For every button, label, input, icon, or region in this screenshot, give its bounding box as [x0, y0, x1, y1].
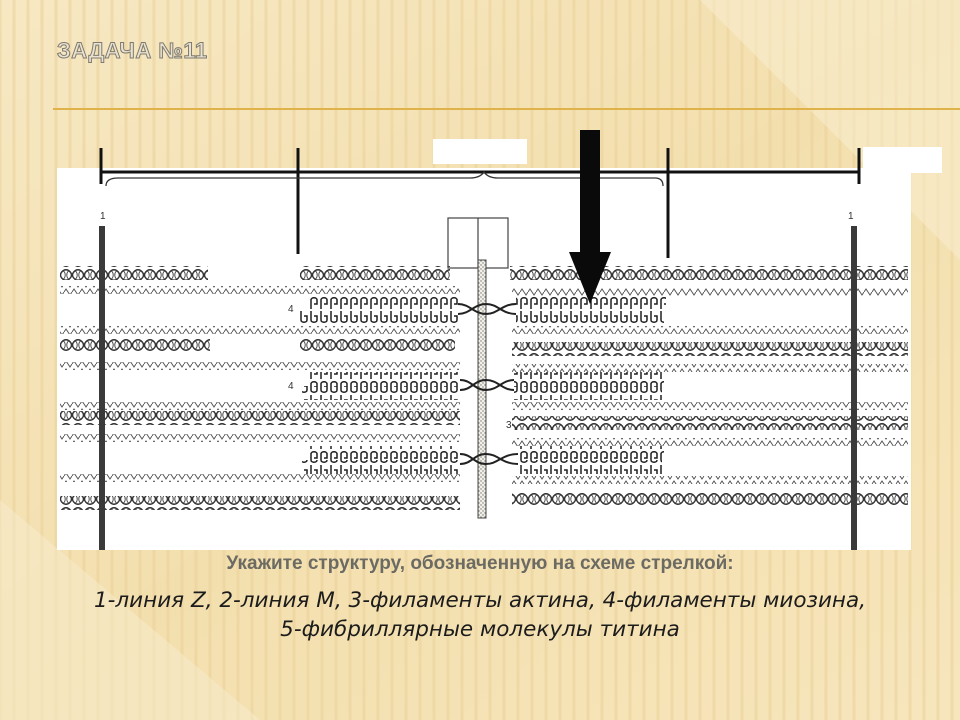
sarcomere-brace — [105, 170, 664, 187]
myosin-filament-1 — [300, 296, 666, 324]
z-line-left — [99, 226, 105, 550]
label-z-right: 1 — [848, 211, 854, 222]
titin-lines — [60, 286, 908, 484]
actin-filaments-right — [510, 266, 908, 506]
label-actin: 3 — [506, 420, 512, 431]
mask-box-right — [863, 147, 942, 173]
dimension-bar — [99, 148, 861, 258]
sarcomere-diagram: 1 1 4 4 3 — [57, 130, 942, 550]
label-z-left: 1 — [100, 211, 106, 222]
mask-box-top — [433, 139, 527, 164]
z-line-right — [851, 226, 857, 550]
myosin-filament-2 — [302, 372, 664, 400]
answer-options: 1-линия Z, 2-линия М, 3-филаменты актина… — [0, 586, 960, 644]
answer-options-line-2: 5-фибриллярные молекулы титина — [280, 617, 680, 642]
label-myosin-2: 4 — [288, 381, 294, 392]
question-text: Укажите структуру, обозначенную на схеме… — [226, 553, 734, 574]
slide-title: ЗАДАЧА №11 — [57, 38, 208, 64]
indicator-arrow — [569, 130, 611, 304]
myosin-filament-3 — [302, 446, 664, 474]
title-divider — [53, 108, 960, 110]
label-myosin-1: 4 — [288, 304, 294, 315]
answer-options-line-1: 1-линия Z, 2-линия М, 3-филаменты актина… — [94, 588, 866, 613]
actin-filaments-left — [60, 266, 460, 510]
